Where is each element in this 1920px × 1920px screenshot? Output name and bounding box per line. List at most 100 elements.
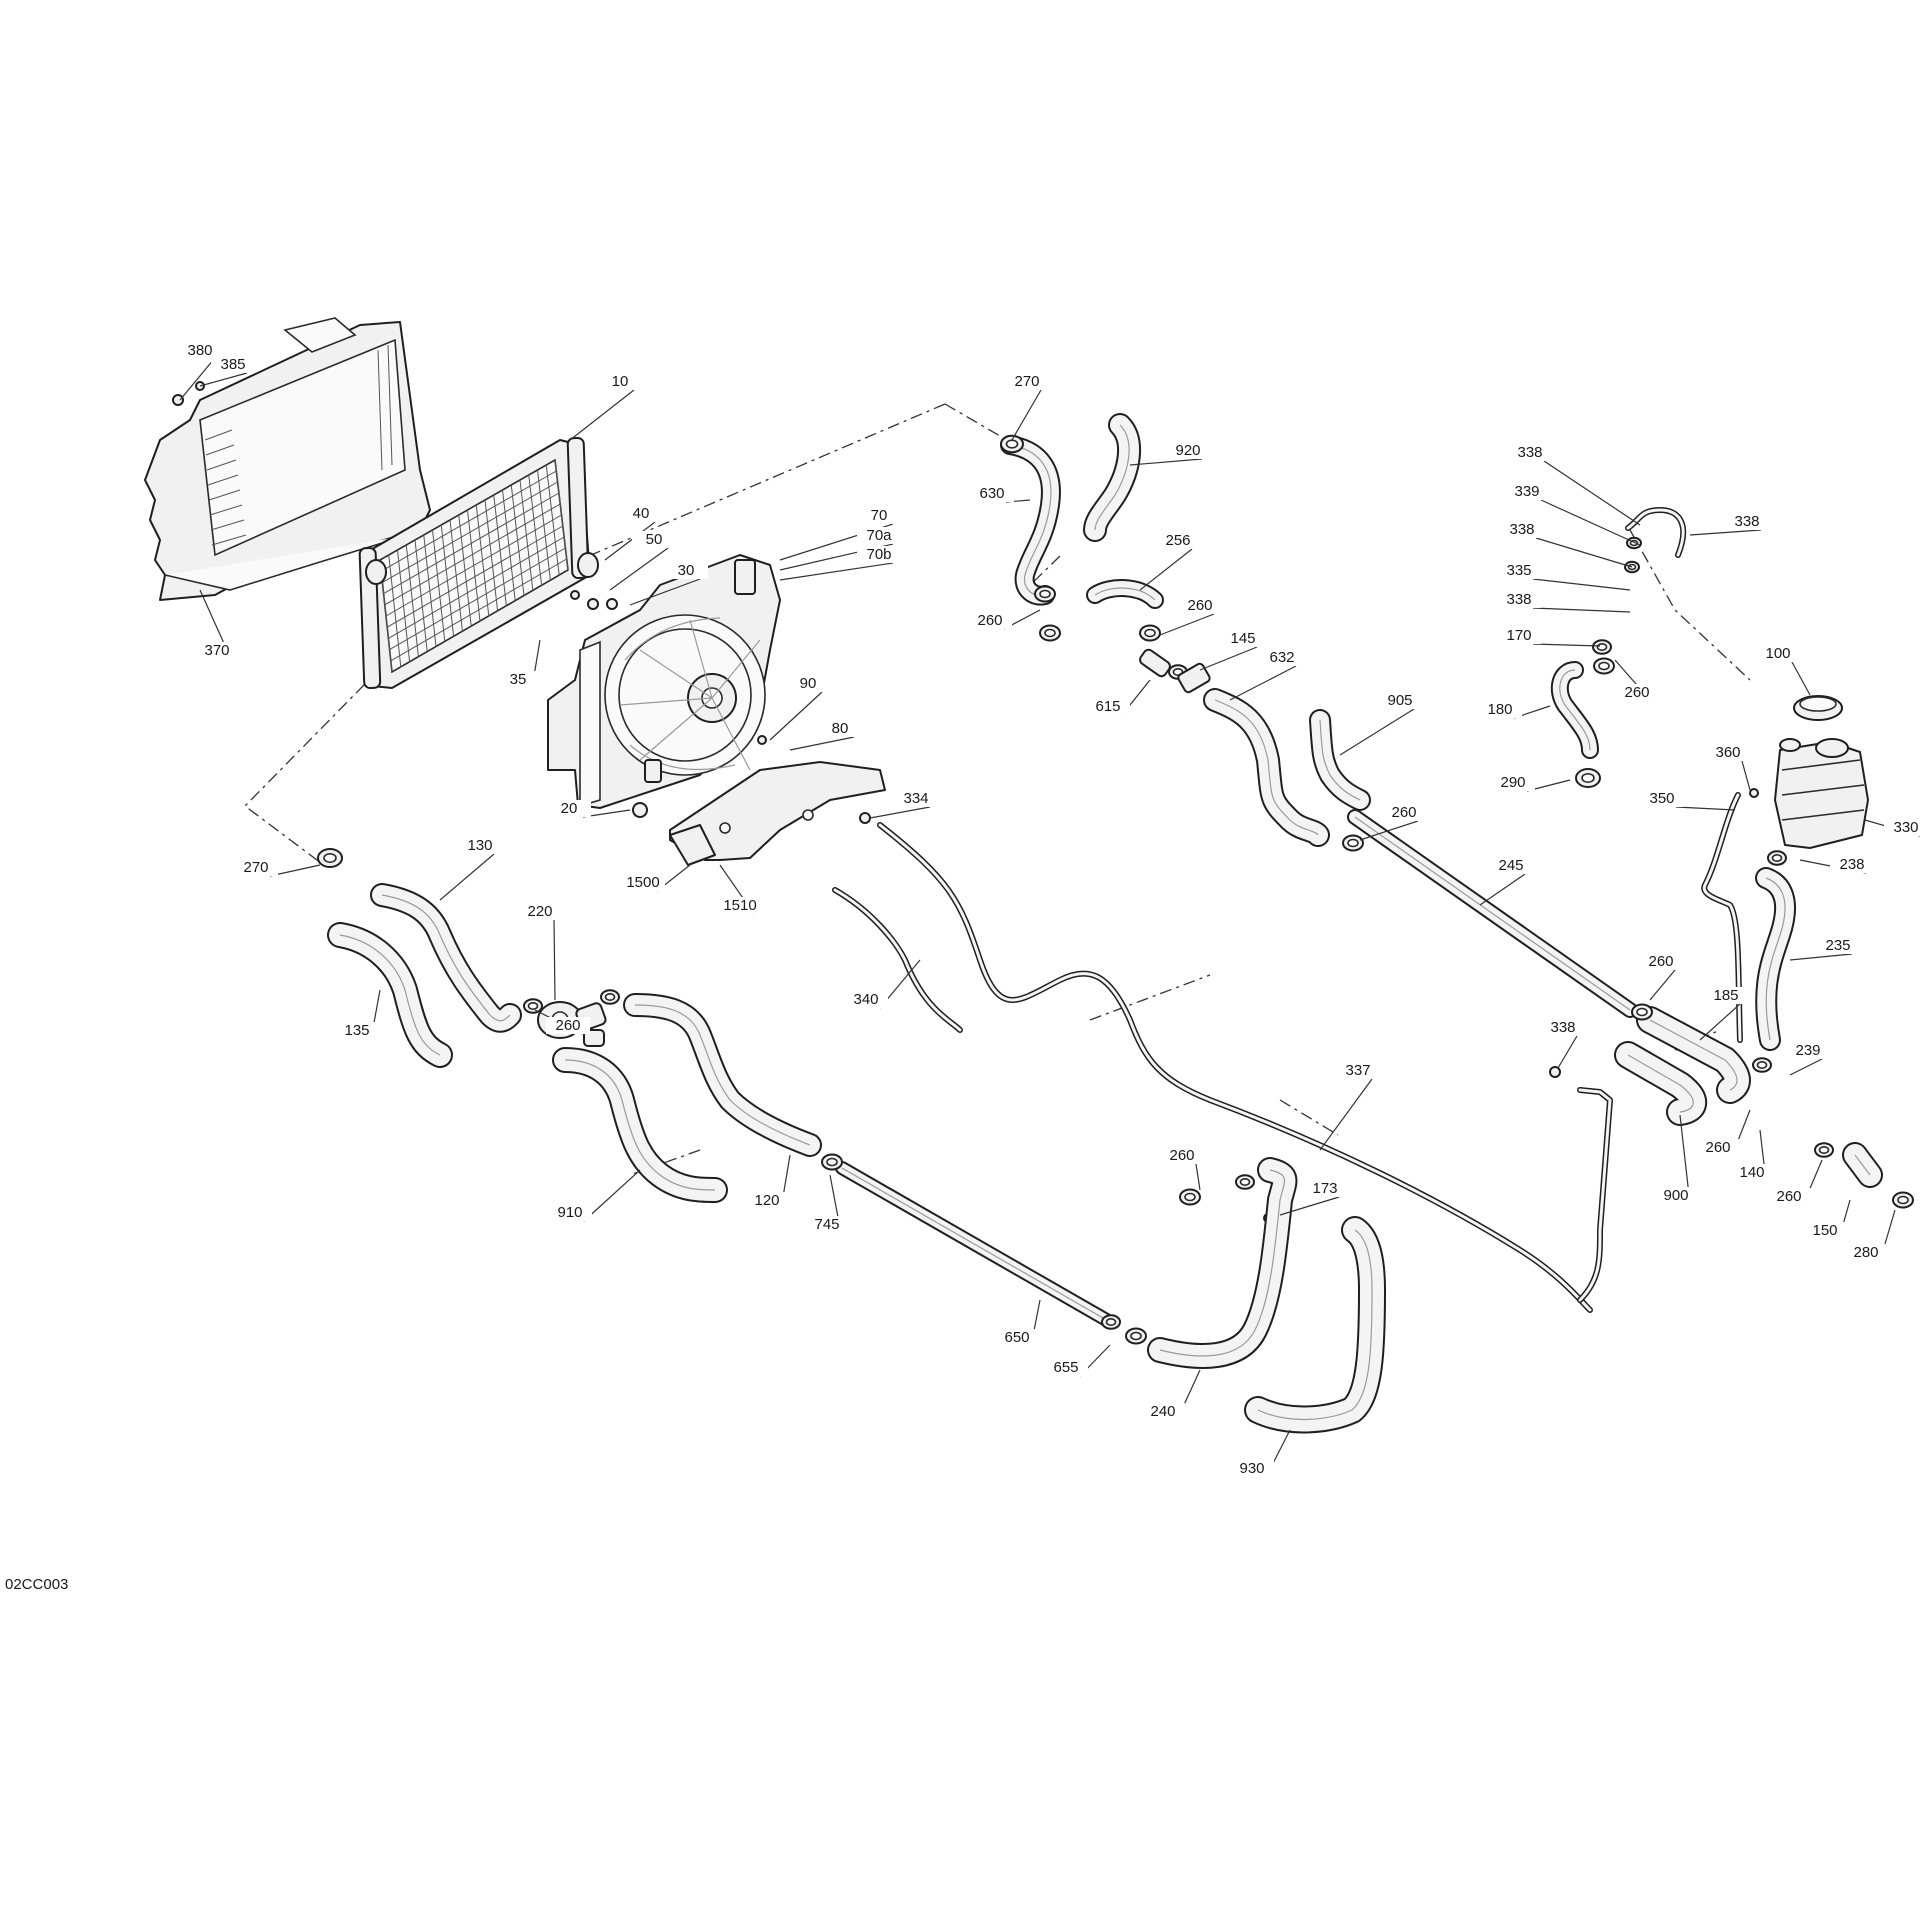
callout-label: 260 xyxy=(1391,804,1416,821)
callout-leader xyxy=(1689,529,1762,536)
callout-leader xyxy=(1532,643,1601,647)
callout-label: 920 xyxy=(1175,442,1200,459)
callout-label: 238 xyxy=(1839,856,1864,873)
tee-fitting xyxy=(1139,648,1211,694)
callout-leader xyxy=(269,864,321,877)
hose-clamps xyxy=(317,434,1914,1345)
callout-label: 630 xyxy=(979,485,1004,502)
callout-label: 930 xyxy=(1239,1460,1264,1477)
hose-256 xyxy=(1086,579,1164,609)
hose-185 xyxy=(1636,1006,1751,1104)
callout-label: 370 xyxy=(204,642,229,659)
bleed-lines xyxy=(832,507,1743,1313)
callout-label: 260 xyxy=(1648,953,1673,970)
hose-120 xyxy=(623,993,822,1157)
hose-930 xyxy=(1244,1216,1386,1434)
callout-label: 80 xyxy=(832,720,849,737)
pipe-245 xyxy=(1347,809,1638,1018)
callout-leader xyxy=(1741,760,1751,791)
callout-leader xyxy=(1543,460,1641,526)
fan-shroud xyxy=(144,317,431,601)
callout-leader xyxy=(439,853,495,901)
callout-label: 260 xyxy=(1705,1139,1730,1156)
callout-label: 900 xyxy=(1663,1187,1688,1204)
callout-leader xyxy=(789,736,855,751)
callout-leader xyxy=(1159,613,1215,636)
callout-leader xyxy=(1540,499,1641,546)
callout-label: 10 xyxy=(612,373,629,390)
callout-label: 350 xyxy=(1649,790,1674,807)
callout-label: 240 xyxy=(1150,1403,1175,1420)
callout-label: 220 xyxy=(527,903,552,920)
callout-label: 239 xyxy=(1795,1042,1820,1059)
callout-leader xyxy=(1532,607,1631,613)
callout-leader xyxy=(179,358,215,401)
callout-leader xyxy=(1129,458,1203,466)
callout-leader xyxy=(1699,1003,1741,1041)
callout-leader xyxy=(1279,1196,1340,1216)
callout-label: 340 xyxy=(853,991,878,1008)
fan-bracket xyxy=(669,761,886,866)
callout-leader xyxy=(629,578,701,606)
callout-label: 90 xyxy=(800,675,817,692)
callout-label: 260 xyxy=(555,1017,580,1034)
callout-label: 170 xyxy=(1506,627,1531,644)
callout-leader xyxy=(1011,389,1042,441)
callout-label: 632 xyxy=(1269,649,1294,666)
callout-label: 1500 xyxy=(626,874,659,891)
hose-135 xyxy=(327,922,453,1068)
callout-leader xyxy=(1139,548,1193,591)
callout-leader xyxy=(1789,1058,1823,1076)
callout-leader xyxy=(769,691,823,741)
callout-label: 290 xyxy=(1500,774,1525,791)
callout-leader xyxy=(1557,1035,1578,1069)
callout-leader xyxy=(199,372,248,387)
hose-235 xyxy=(1755,867,1797,1051)
callout-label: 260 xyxy=(1169,1147,1194,1164)
callout-label: 180 xyxy=(1487,701,1512,718)
radiator-cap xyxy=(1793,695,1843,721)
radiator xyxy=(358,436,599,690)
callout-label: 280 xyxy=(1853,1244,1878,1261)
hose-240 xyxy=(1147,1157,1298,1369)
callout-leader xyxy=(609,547,669,591)
callout-leader xyxy=(583,1169,641,1222)
callout-label: 70a xyxy=(866,527,892,544)
callout-label: 338 xyxy=(1509,521,1534,538)
hose-920 xyxy=(1083,413,1142,542)
callout-label: 905 xyxy=(1387,692,1412,709)
callout-label: 35 xyxy=(510,671,527,688)
callout-label: 260 xyxy=(1776,1188,1801,1205)
callout-leader xyxy=(1791,661,1811,696)
coolant-hoses xyxy=(327,413,1883,1434)
callout-label: 360 xyxy=(1715,744,1740,761)
callout-label: 338 xyxy=(1506,591,1531,608)
callout-leader xyxy=(1675,806,1736,811)
callout-leader xyxy=(1479,873,1526,906)
callout-label: 745 xyxy=(814,1216,839,1233)
callout-label: 185 xyxy=(1713,987,1738,1004)
hose-630 xyxy=(1000,435,1061,606)
callout-leader xyxy=(1649,969,1676,1001)
callout-label: 30 xyxy=(678,562,695,579)
hose-180 xyxy=(1550,661,1599,759)
callout-label: 338 xyxy=(1550,1019,1575,1036)
callout-label: 335 xyxy=(1506,562,1531,579)
callout-label: 380 xyxy=(187,342,212,359)
callout-label: 615 xyxy=(1095,698,1120,715)
pipe-745-650 xyxy=(835,1161,1117,1329)
callout-label: 1510 xyxy=(723,897,756,914)
callout-label: 245 xyxy=(1498,857,1523,874)
hose-130 xyxy=(370,883,522,1033)
callout-leader xyxy=(1319,1078,1373,1151)
callout-label: 260 xyxy=(1624,684,1649,701)
callout-label: 70 xyxy=(871,507,888,524)
callout-label: 40 xyxy=(633,505,650,522)
hose-632 xyxy=(1203,688,1330,847)
hose-910 xyxy=(552,1047,728,1203)
callout-label: 260 xyxy=(1187,597,1212,614)
callout-label: 650 xyxy=(1004,1329,1029,1346)
callout-leader xyxy=(1229,665,1297,701)
callout-leader xyxy=(779,562,894,581)
